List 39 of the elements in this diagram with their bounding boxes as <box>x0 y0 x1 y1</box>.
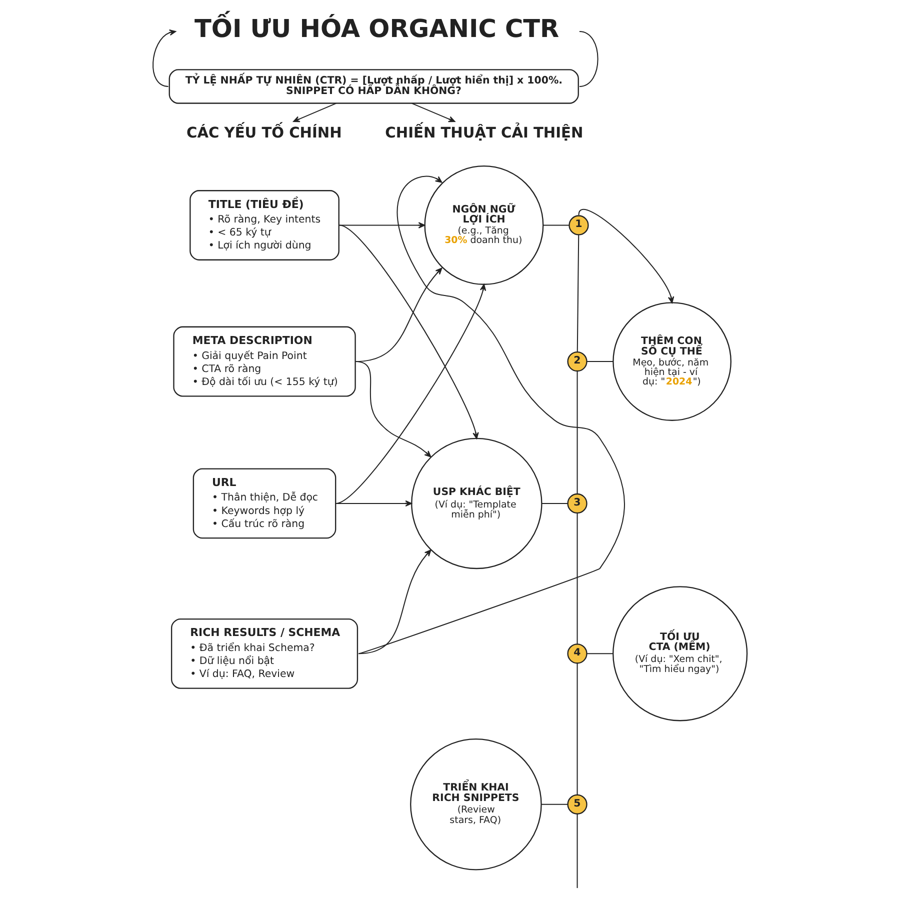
node-circle: 3 <box>567 493 588 514</box>
node-circle: NGÔN NGỮ LỢI ÍCH (e.g., Tăng 30% doanh thu) <box>424 166 544 285</box>
connector <box>576 513 578 644</box>
connector <box>541 804 568 805</box>
connector <box>576 814 578 888</box>
connector <box>576 234 580 352</box>
node-circle: 1 <box>568 215 589 236</box>
connector <box>543 224 570 226</box>
arrow <box>339 222 426 228</box>
node-text: CÁC YẾU TỐ CHÍNH <box>186 124 342 142</box>
node-box: TỶ LỆ NHẤP TỰ NHIÊN (CTR) = [Lượt nhấp / Lượt hiển thị] x 100%. SNIPPET CÓ HẤP DẪN KHÔNG? <box>168 69 579 104</box>
connector <box>576 663 578 795</box>
arrow <box>336 284 486 504</box>
arrow <box>358 176 625 654</box>
arrow <box>358 550 432 654</box>
node-circle: USP KHÁC BIỆT (Ví dụ: "Template miễn phí") <box>411 438 542 570</box>
arrow <box>293 102 336 122</box>
node-text: CHIẾN THUẬT CẢI THIỆN <box>385 124 584 142</box>
connector <box>576 371 578 494</box>
connector <box>586 653 613 654</box>
arrow <box>356 361 432 458</box>
connector <box>586 361 614 362</box>
node-circle: TRIỂN KHAI RICH SNIPPETS (Review stars, FAQ) <box>410 738 542 870</box>
arrow <box>152 29 176 87</box>
node-circle: THÊM CON SỐ CỤ THỂ Mẹo, bước, năm hiện tại - ví dụ: "2024") <box>612 302 732 421</box>
node-circle: 4 <box>567 644 588 664</box>
connector <box>579 30 598 87</box>
arrow <box>578 209 674 304</box>
node-box: RICH RESULTS / SCHEMA • Đã triển khai Schema? • Dữ liệu nổi bật • Ví dụ: FAQ, Review <box>170 618 358 689</box>
node-box: TITLE (TIÊU ĐỀ) • Rõ ràng, Key intents • < 65 ký tự • Lợi ích người dùng <box>190 190 340 260</box>
node-circle: 5 <box>567 794 588 814</box>
arrow <box>412 102 456 122</box>
connector <box>542 502 568 504</box>
arrow <box>336 500 412 507</box>
node-box: META DESCRIPTION • Giải quyết Pain Point • CTA rõ ràng • Độ dài tối ưu (< 155 ký tự) <box>173 326 356 397</box>
node-box: URL • Thân thiện, Dễ đọc • Keywords hợp lý • Cấu trúc rõ ràng <box>192 468 336 539</box>
arrow <box>339 224 479 440</box>
node-circle: 2 <box>567 351 588 372</box>
node-circle: TỐI ƯU CTA (MỀM) (Ví dụ: "Xem chit", "Tìm hiểu ngay") <box>612 586 748 722</box>
